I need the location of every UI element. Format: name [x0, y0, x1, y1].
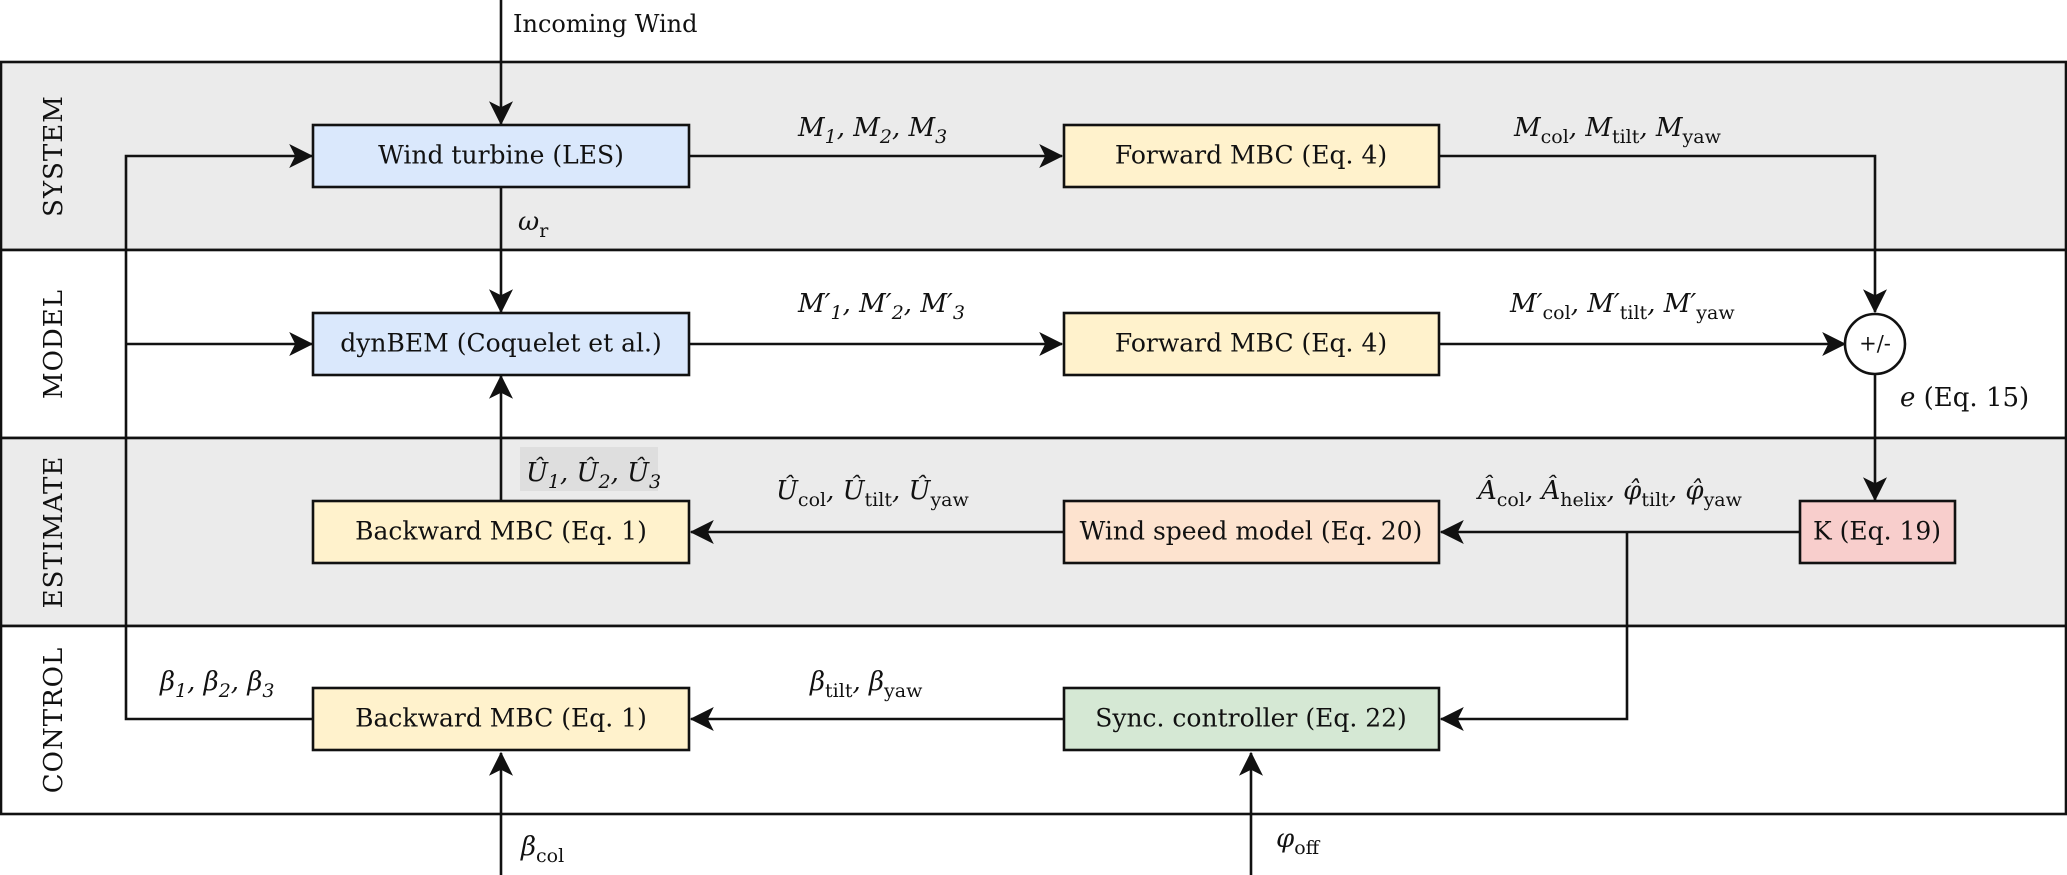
k-gain-block[interactable]: K (Eq. 19)	[1798, 499, 1957, 565]
sync-controller-block[interactable]: Sync. controller (Eq. 22)	[1062, 686, 1441, 752]
band-label-system: SYSTEM	[39, 95, 69, 217]
signal-rotor-speed: ωr	[518, 207, 549, 242]
incoming-wind-label: Incoming Wind	[513, 10, 697, 38]
signal-est-blade-wind: Û1, Û2, Û3	[526, 456, 661, 493]
signal-error: e (Eq. 15)	[1900, 383, 2029, 413]
dynbem-block[interactable]: dynBEM (Coquelet et al.)	[311, 311, 691, 377]
signal-blade-moments: M1, M2, M3	[797, 113, 947, 148]
backward-mbc-estimate-block[interactable]: Backward MBC (Eq. 1)	[311, 499, 691, 565]
band-label-model: MODEL	[39, 289, 69, 399]
signal-est-blade-wind-bg	[520, 447, 658, 491]
sync-controller-label: Sync. controller (Eq. 22)	[1095, 704, 1407, 733]
connections	[124, 0, 1887, 875]
sum-junction[interactable]: +/-	[1843, 312, 1907, 376]
signal-est-mbc-wind: Ûcol, Ûtilt, Ûyaw	[776, 474, 969, 511]
forward-mbc-model-block[interactable]: Forward MBC (Eq. 4)	[1062, 311, 1441, 377]
sum-junction-label: +/-	[1859, 332, 1891, 356]
arrow-branch-to-sync	[1439, 532, 1629, 731]
arrow-pitch-feedback-turbine	[124, 144, 314, 721]
forward-mbc-system-block[interactable]: Forward MBC (Eq. 4)	[1062, 123, 1441, 189]
signal-blade-pitch: β1, β2, β3	[159, 667, 274, 702]
wind-turbine-block[interactable]: Wind turbine (LES)	[311, 123, 691, 189]
signal-mbc-moments: Mcol, Mtilt, Myaw	[1513, 113, 1722, 148]
arrow-mbc-to-sum	[1439, 154, 1887, 314]
forward-mbc-system-label: Forward MBC (Eq. 4)	[1115, 141, 1387, 170]
signal-model-mbc-moments: M′col, M′tilt, M′yaw	[1509, 289, 1735, 324]
signal-collective-pitch: βcol	[520, 832, 564, 867]
wind-speed-model-label: Wind speed model (Eq. 20)	[1080, 517, 1423, 546]
signal-pitch-tilt-yaw: βtilt, βyaw	[809, 667, 923, 702]
band-label-control: CONTROL	[39, 647, 69, 793]
dynbem-label: dynBEM (Coquelet et al.)	[340, 329, 661, 358]
band-label-estimate: ESTIMATE	[39, 456, 69, 609]
forward-mbc-model-label: Forward MBC (Eq. 4)	[1115, 329, 1387, 358]
backward-mbc-control-block[interactable]: Backward MBC (Eq. 1)	[311, 686, 691, 752]
signal-model-blade-moments: M′1, M′2, M′3	[797, 289, 965, 324]
wind-turbine-label: Wind turbine (LES)	[378, 141, 624, 170]
signal-est-helix: Âcol, Âhelix, φ̂tilt, φ̂yaw	[1476, 474, 1743, 511]
wind-speed-model-block[interactable]: Wind speed model (Eq. 20)	[1062, 499, 1441, 565]
backward-mbc-control-label: Backward MBC (Eq. 1)	[355, 704, 647, 733]
k-gain-label: K (Eq. 19)	[1813, 517, 1941, 546]
backward-mbc-estimate-label: Backward MBC (Eq. 1)	[355, 517, 647, 546]
signal-phase-offset: φoff	[1276, 824, 1321, 859]
